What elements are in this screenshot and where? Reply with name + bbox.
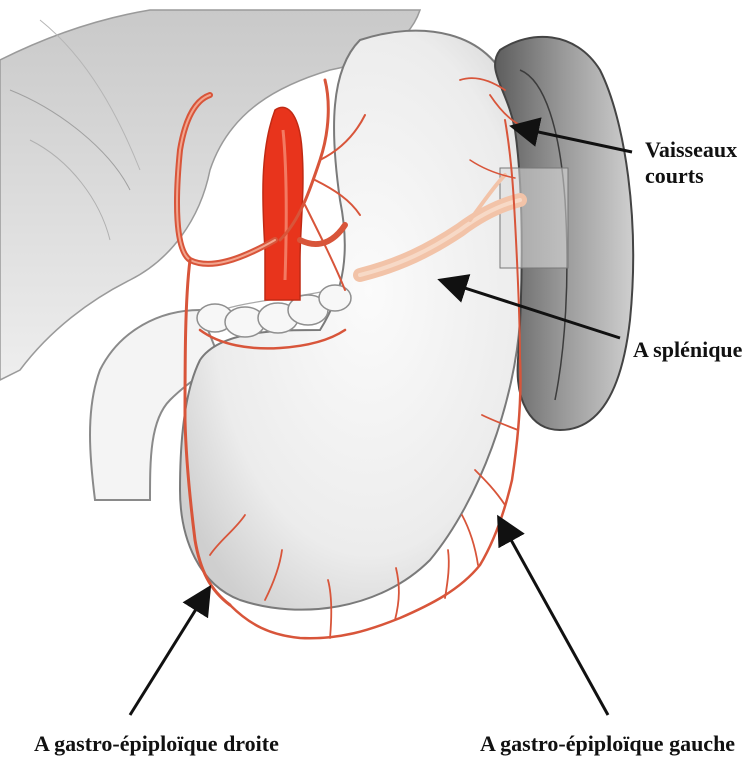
label-vaisseaux-line2: courts [645,163,737,189]
label-vaisseaux-line1: Vaisseaux [645,137,737,163]
aorta-shape [263,107,303,300]
arrow-gauche [500,520,608,715]
label-a-splenique: A splénique [633,337,742,363]
label-gastro-epiploique-droite: A gastro-épiploïque droite [34,731,279,757]
arrow-droite [130,590,208,715]
label-vaisseaux-courts: Vaisseaux courts [645,137,737,189]
label-gastro-epiploique-gauche: A gastro-épiploïque gauche [480,731,735,757]
